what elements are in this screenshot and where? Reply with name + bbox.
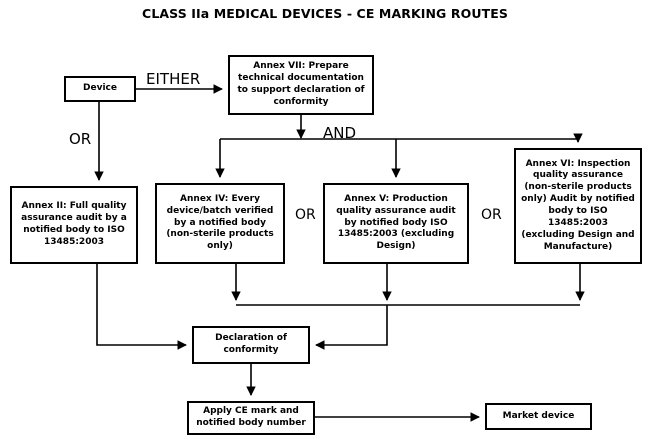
- edge-label-or-annex5-annex6: OR: [481, 207, 502, 223]
- node-apply-ce-mark[interactable]: Apply CE mark and notified body number: [187, 401, 315, 435]
- node-annex-v-label: Annex V: Production quality assurance au…: [336, 193, 456, 252]
- node-annex-v[interactable]: Annex V: Production quality assurance au…: [323, 183, 469, 264]
- page-title: CLASS IIa MEDICAL DEVICES - CE MARKING R…: [142, 6, 508, 21]
- node-annex-iv-label: Annex IV: Every device/batch verified by…: [166, 193, 274, 252]
- node-declaration-of-conformity[interactable]: Declaration of conformity: [192, 326, 310, 364]
- node-annex-ii-label: Annex II: Full quality assurance audit b…: [21, 201, 127, 247]
- node-annex-ii[interactable]: Annex II: Full quality assurance audit b…: [10, 186, 138, 264]
- node-device[interactable]: Device: [64, 76, 136, 102]
- node-annex-vi[interactable]: Annex VI: Inspection quality assurance (…: [514, 148, 642, 264]
- edge-label-either: EITHER: [146, 70, 201, 88]
- node-annex-vii[interactable]: Annex VII: Prepare technical documentati…: [228, 55, 374, 115]
- node-annex-vii-label: Annex VII: Prepare technical documentati…: [237, 61, 365, 107]
- edge-label-or-annex4-annex5: OR: [295, 207, 316, 223]
- edge-label-or-device: OR: [69, 130, 92, 148]
- node-market-device[interactable]: Market device: [485, 403, 592, 430]
- edge-label-and: AND: [323, 124, 357, 142]
- edge-convergence-to-declaration: [315, 305, 388, 350]
- node-declaration-label: Declaration of conformity: [215, 333, 287, 355]
- edge-annex2-to-declaration: [96, 264, 187, 350]
- node-annex-vi-label: Annex VI: Inspection quality assurance (…: [521, 158, 635, 252]
- node-annex-iv[interactable]: Annex IV: Every device/batch verified by…: [155, 183, 285, 264]
- node-device-label: Device: [83, 83, 117, 94]
- node-apply-ce-mark-label: Apply CE mark and notified body number: [196, 406, 306, 428]
- node-market-device-label: Market device: [502, 410, 575, 421]
